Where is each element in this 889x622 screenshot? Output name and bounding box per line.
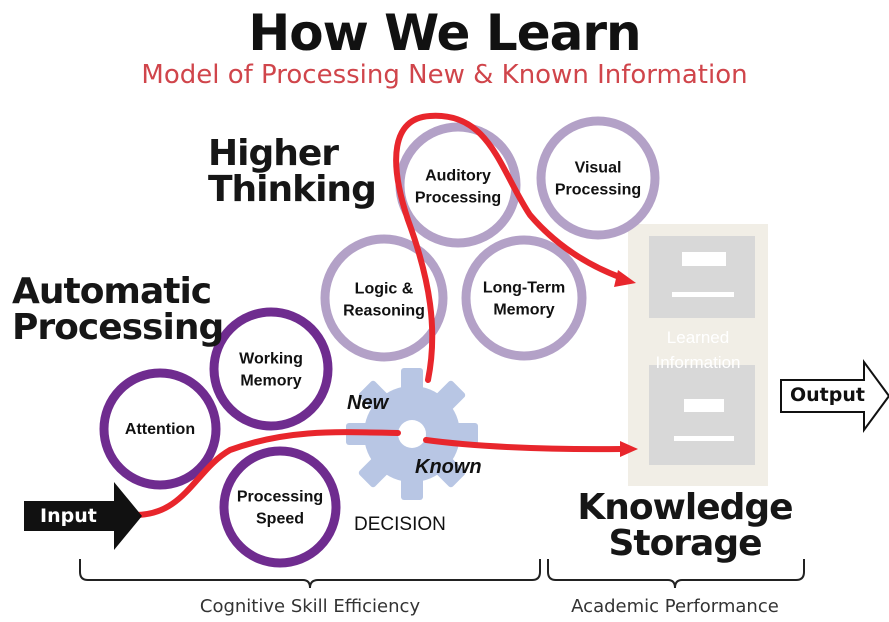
logic-reasoning-ring — [320, 234, 448, 362]
learned-information-label: Learned Information — [655, 328, 741, 372]
knowledge-storage-label: Knowledge Storage — [577, 487, 793, 564]
visual-processing-ring — [536, 116, 660, 240]
filing-cabinet-icon — [628, 224, 768, 486]
input-path — [132, 429, 401, 518]
working-memory-ring — [209, 307, 333, 431]
cognitive-skill-efficiency-label: Cognitive Skill Efficiency — [199, 596, 421, 617]
auditory-processing-label: Auditory Processing — [414, 167, 502, 206]
automatic-processing-label: Automatic Processing — [12, 271, 224, 348]
decision-label: DECISION — [354, 514, 446, 535]
working-memory-label: Working Memory — [239, 350, 303, 389]
left-bracket — [79, 559, 541, 589]
page-title: How We Learn — [248, 4, 641, 62]
known-label: Known — [415, 456, 482, 478]
logic-reasoning-label: Logic & Reasoning — [343, 280, 425, 319]
new-path — [393, 112, 625, 383]
input-label: Input — [40, 505, 97, 527]
new-arrowhead — [614, 270, 636, 287]
processing-speed-ring — [219, 446, 341, 568]
new-label: New — [347, 392, 389, 414]
processing-speed-label: Processing Speed — [236, 488, 324, 527]
known-arrowhead — [620, 441, 638, 457]
decision-gear-icon — [346, 368, 478, 500]
known-path — [423, 437, 625, 453]
long-term-memory-ring — [461, 235, 587, 361]
output-label: Output — [790, 384, 865, 406]
higher-thinking-label: Higher Thinking — [208, 133, 377, 210]
output-arrow-icon — [780, 358, 889, 434]
academic-performance-label: Academic Performance — [571, 596, 779, 617]
attention-label: Attention — [124, 421, 196, 439]
visual-processing-label: Visual Processing — [554, 159, 642, 198]
long-term-memory-label: Long-Term Memory — [482, 279, 566, 318]
right-bracket — [547, 559, 805, 589]
attention-ring — [99, 368, 221, 490]
input-arrow-icon — [24, 482, 142, 550]
page-subtitle: Model of Processing New & Known Informat… — [141, 60, 748, 90]
